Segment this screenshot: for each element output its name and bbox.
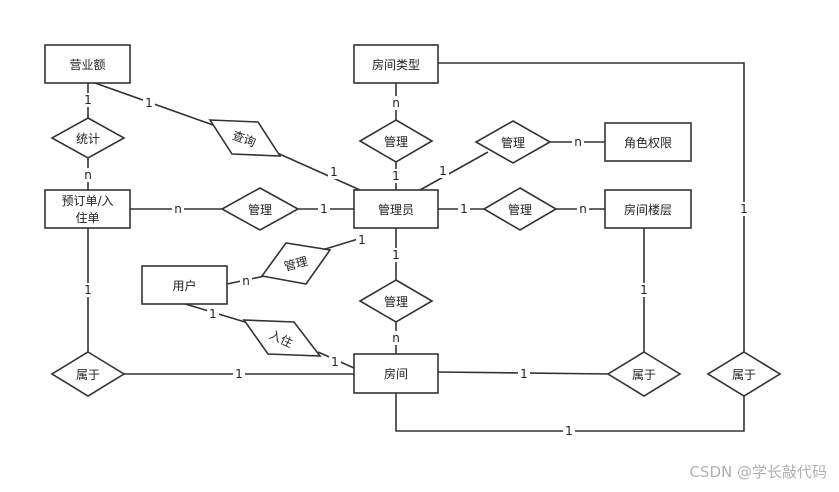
card-statistics-booking: n xyxy=(84,168,92,182)
entity-admin: 管理员 xyxy=(353,189,439,229)
rel-query: 查询 xyxy=(208,119,282,157)
card-user-checkin: 1 xyxy=(209,307,217,321)
card-admin-manage-room: 1 xyxy=(392,248,400,262)
entity-booking: 预订单/入 住单 xyxy=(44,189,131,229)
cardinalities: 1 n 1 1 n 1 1 n n 1 1 n n 1 1 n 1 xyxy=(82,93,750,438)
rel-booking-belongs-label: 属于 xyxy=(76,368,100,382)
rel-floor-belongs: 属于 xyxy=(606,351,682,397)
relationships: 统计 查询 管理 管理 管理 管理 管理 管理 xyxy=(50,117,782,397)
card-manage-floor-floor: n xyxy=(579,202,587,216)
rel-type-belongs-label: 属于 xyxy=(732,368,756,382)
rel-check-in: 入住 xyxy=(242,319,322,357)
card-manage-room-room: n xyxy=(392,331,400,345)
entity-user-label: 用户 xyxy=(172,278,196,293)
rel-manage-permission-label: 管理 xyxy=(501,135,525,150)
rel-manage-room-type: 管理 xyxy=(358,119,434,163)
card-admin-manage-permission: 1 xyxy=(439,164,447,178)
edge-admin-manage-permission xyxy=(419,151,489,191)
rel-manage-floor-label: 管理 xyxy=(508,202,532,217)
rel-manage-floor: 管理 xyxy=(482,187,558,231)
edge-roomtype-belongs xyxy=(438,62,745,352)
rel-manage-user: 管理 xyxy=(260,242,332,285)
entity-user: 用户 xyxy=(141,265,228,305)
card-booking-manage: n xyxy=(174,202,182,216)
edge-query-admin xyxy=(274,151,361,191)
card-manage-admin-left: 1 xyxy=(320,202,328,216)
entity-booking-label-line2: 住单 xyxy=(75,211,99,225)
rel-statistics-label: 统计 xyxy=(76,132,100,146)
card-admin-manage-floor: 1 xyxy=(460,202,468,216)
card-revenue-query: 1 xyxy=(145,96,153,110)
entity-room-floor-label: 房间楼层 xyxy=(624,202,672,217)
card-manage-admin-user: 1 xyxy=(358,233,366,247)
entity-room-type: 房间类型 xyxy=(353,44,439,84)
entity-role-permission: 角色权限 xyxy=(604,122,692,162)
card-room-bottom-belongs: 1 xyxy=(565,424,573,438)
rel-manage-booking-label: 管理 xyxy=(248,202,272,217)
entity-booking-label-line1: 预订单/入 xyxy=(61,194,113,208)
rel-floor-belongs-label: 属于 xyxy=(632,368,656,382)
card-booking-belongs-top: 1 xyxy=(84,283,92,297)
rel-manage-room-label: 管理 xyxy=(384,294,408,309)
card-manage-permission-role: n xyxy=(574,135,582,149)
card-user-manage: n xyxy=(242,274,250,288)
entity-room-type-label: 房间类型 xyxy=(372,57,420,72)
rel-manage-permission: 管理 xyxy=(474,120,552,164)
entity-admin-label: 管理员 xyxy=(378,202,414,217)
card-floor-belongs-top: 1 xyxy=(640,283,648,297)
entity-revenue-label: 营业额 xyxy=(69,58,105,72)
rel-manage-booking: 管理 xyxy=(220,187,300,231)
entity-revenue: 营业额 xyxy=(44,44,131,84)
card-belongs-room-left: 1 xyxy=(235,367,243,381)
entity-room-label: 房间 xyxy=(384,366,408,381)
entity-room: 房间 xyxy=(353,353,439,394)
rel-manage-user-label: 管理 xyxy=(282,253,309,274)
entity-room-floor: 房间楼层 xyxy=(604,189,692,229)
rel-statistics: 统计 xyxy=(50,117,126,159)
rel-booking-belongs: 属于 xyxy=(50,351,126,397)
card-checkin-room: 1 xyxy=(331,355,339,369)
entity-role-permission-label: 角色权限 xyxy=(624,136,672,150)
watermark: CSDN @学长敲代码 xyxy=(689,463,827,481)
card-roomtype-manage: n xyxy=(392,96,400,110)
rel-manage-room: 管理 xyxy=(358,279,434,323)
card-revenue-statistics: 1 xyxy=(84,93,92,107)
entities: 营业额 房间类型 角色权限 预订单/入 住单 管理员 房间楼层 用户 xyxy=(44,44,692,394)
rel-type-belongs: 属于 xyxy=(706,351,782,397)
card-manage-admin-top: 1 xyxy=(392,169,400,183)
rel-manage-room-type-label: 管理 xyxy=(384,134,408,149)
card-room-floor-belongs: 1 xyxy=(520,367,528,381)
card-roomtype-belongs-right: 1 xyxy=(740,202,748,216)
card-query-admin: 1 xyxy=(330,165,338,179)
